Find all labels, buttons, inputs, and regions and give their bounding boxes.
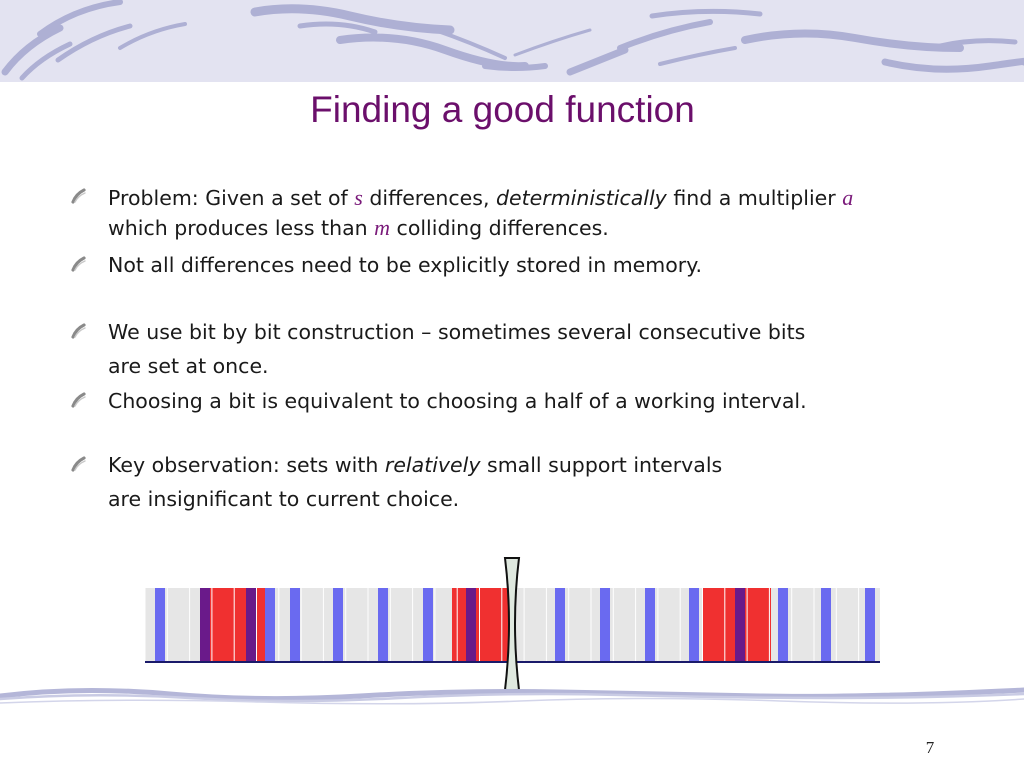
bullet-line: are insignificant to current choice. (108, 487, 460, 511)
variable-s: s (354, 185, 363, 210)
bullet-item-key-observation: Key observation: sets with relatively sm… (70, 451, 970, 515)
slide-title: Finding a good function (310, 89, 695, 130)
bullet-text: Key observation: sets with relatively sm… (108, 451, 968, 514)
text-run: find a multiplier (666, 186, 843, 210)
stripe-blue (423, 588, 433, 662)
bullet-line: Choosing a bit is equivalent to choosing… (108, 389, 807, 413)
bullet-item-problem: Problem: Given a set of s differences, d… (70, 183, 970, 243)
curved-stroke-bullet-icon (71, 188, 86, 204)
emphasis-text: deterministically (495, 186, 667, 210)
curved-stroke-bullet-icon (71, 323, 86, 339)
curved-stroke-bullet-icon (71, 392, 86, 408)
bullet-line: are set at once. (108, 354, 269, 378)
text-run: which produces less than (108, 216, 375, 240)
stripe-blue (290, 588, 300, 662)
stripe-blue (155, 588, 165, 662)
bullet-item-storage: Not all differences need to be explicitl… (70, 251, 970, 281)
bullet-line: which produces less than m colliding dif… (108, 213, 968, 243)
curved-stroke-bullet-icon (71, 456, 86, 472)
stripe-blue (865, 588, 875, 662)
interval-diagram (144, 557, 880, 691)
decorative-wave-banner (0, 0, 1024, 82)
stripe-blue (333, 588, 343, 662)
page-number: 7 (925, 738, 935, 757)
text-run: small support intervals (480, 453, 723, 477)
highlight-region (452, 588, 510, 662)
variable-m: m (374, 215, 391, 240)
bullet-line: Key observation: sets with relatively sm… (108, 451, 968, 480)
bullet-line: Not all differences need to be explicitl… (108, 253, 702, 277)
variable-a: a (842, 185, 854, 210)
stripe-purple (466, 588, 476, 662)
stripe-blue (265, 588, 275, 662)
text-run: colliding differences. (390, 216, 609, 240)
bullet-text: Choosing a bit is equivalent to choosing… (108, 387, 968, 416)
stripe-purple (735, 588, 745, 662)
decorative-wave-divider (0, 687, 1024, 705)
bullet-text: We use bit by bit construction – sometim… (108, 318, 968, 381)
stripe-purple (200, 588, 210, 662)
stripe-blue (821, 588, 831, 662)
bullet-line: We use bit by bit construction – sometim… (108, 320, 806, 344)
bullet-text: Problem: Given a set of s differences, d… (108, 183, 968, 243)
curved-stroke-bullet-icon (71, 256, 86, 272)
emphasis-text: relatively (384, 453, 481, 477)
text-run: Problem: Given a set of (108, 186, 355, 210)
bullet-item-construction: We use bit by bit construction – sometim… (70, 318, 970, 382)
bullet-line: Problem: Given a set of s differences, d… (108, 183, 968, 213)
stripe-blue (645, 588, 655, 662)
text-run: differences, (362, 186, 496, 210)
stripe-purple (246, 588, 256, 662)
text-run: Key observation: sets with (108, 453, 385, 477)
stripe-blue (555, 588, 565, 662)
stripe-blue (600, 588, 610, 662)
stripe-blue (689, 588, 699, 662)
stripe-blue (378, 588, 388, 662)
bullet-item-choosing-bit: Choosing a bit is equivalent to choosing… (70, 387, 970, 417)
bullet-text: Not all differences need to be explicitl… (108, 251, 968, 280)
stripe-blue (778, 588, 788, 662)
